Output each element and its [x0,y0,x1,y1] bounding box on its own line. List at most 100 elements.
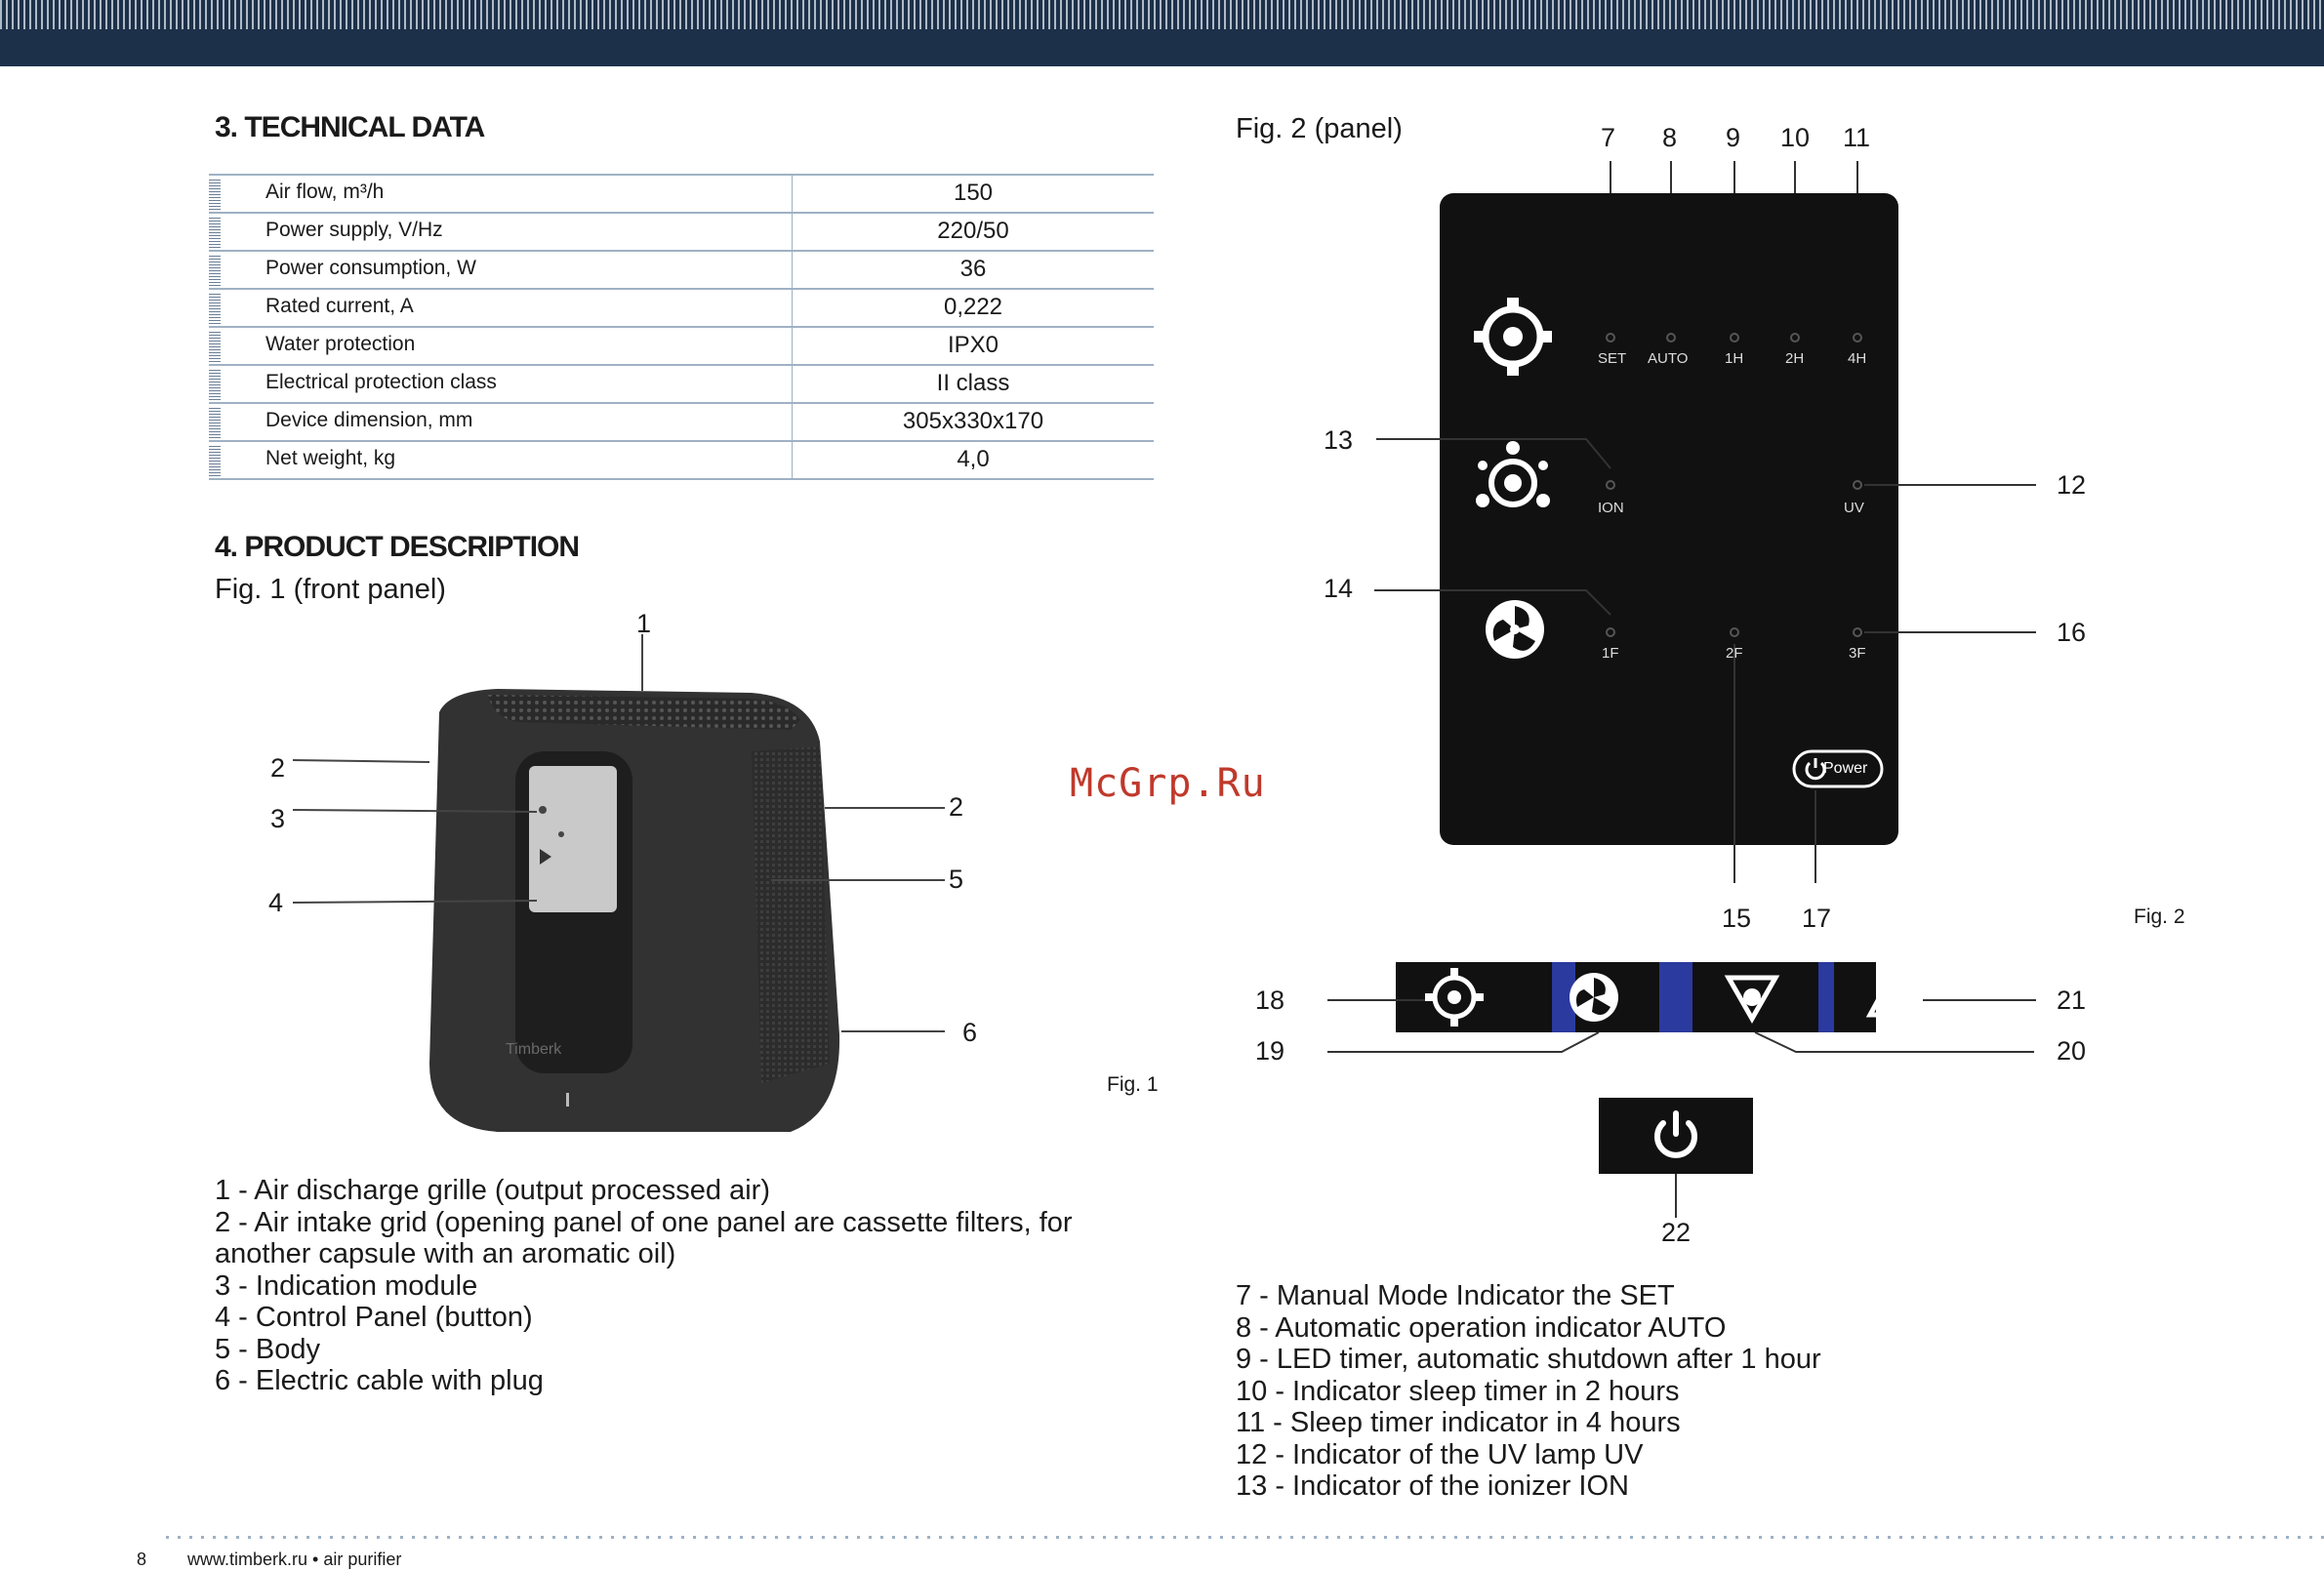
row-value: 220/50 [937,218,1009,244]
button-bar [1396,962,1876,1032]
indicator-label-set: SET [1598,350,1627,367]
fig2-title: Fig. 2 (panel) [1236,113,1403,144]
section-heading-product: 4. PRODUCT DESCRIPTION [215,531,580,563]
header-band [0,29,2324,66]
air-discharge-grille [488,695,800,730]
speed-label-3f: 3F [1849,645,1866,662]
legend-item: 6 - Electric cable with plug [215,1365,544,1396]
table-row: Net weight, kg 4,0 [209,442,1154,480]
legend-item: 12 - Indicator of the UV lamp UV [1236,1438,1644,1470]
header-bar [0,0,2324,66]
fig1-title: Fig. 1 (front panel) [215,574,446,605]
fig1-legend-list: 1 - Air discharge grille (output process… [215,1175,1073,1397]
fig2-callout-9: 9 [1726,123,1741,152]
fig1-callout-4: 4 [268,888,284,917]
legend-item: 1 - Air discharge grille (output process… [215,1175,770,1206]
row-label: Device dimension, mm [265,409,473,431]
row-value: 0,222 [943,294,1003,320]
fig2-callout-22: 22 [1661,1218,1692,1247]
table-row: Power consumption, W 36 [209,252,1154,290]
air-intake-grid [752,746,830,1083]
main-power-icon [1654,1110,1697,1158]
fig2-callout-10: 10 [1780,123,1811,152]
indicator-label-2h: 2H [1785,350,1805,367]
legend-item: 10 - Indicator sleep timer in 2 hours [1236,1375,1680,1407]
bar-ion-icon [1865,966,1922,1018]
legend-item: 9 - LED timer, automatic shutdown after … [1236,1344,1821,1375]
fig2-callout-17: 17 [1802,904,1832,933]
fig1-callout-3: 3 [270,804,286,833]
watermark-text: McGrp.Ru [1070,761,1266,806]
fig2-callout-16: 16 [2057,618,2087,647]
row-value: 4,0 [957,446,990,472]
legend-item: 2 - Air intake grid (opening panel of on… [215,1206,1073,1238]
ionizer-icon [1476,441,1550,507]
footer-divider [166,1536,2324,1539]
fig2-callout-21: 21 [2057,986,2087,1015]
fig1-callout-2b: 2 [949,792,964,822]
fig2-callout-11: 11 [1843,123,1871,152]
row-label: Water protection [265,333,416,355]
row-value: 150 [953,180,994,206]
table-row: Device dimension, mm 305x330x170 [209,404,1154,442]
fig2-callout-19: 19 [1255,1036,1285,1066]
indicator-label-uv: UV [1844,500,1864,516]
control-panel-face [1440,193,1898,845]
row-label: Net weight, kg [265,447,396,469]
row-value: 36 [959,256,987,282]
row-label: Rated current, A [265,295,414,317]
legend-item: another capsule with an aromatic oil) [215,1238,676,1269]
table-row: Electrical protection class II class [209,366,1154,404]
legend-item: 5 - Body [215,1333,320,1365]
fig2-caption: Fig. 2 [2134,906,2185,928]
table-row: Water protection IPX0 [209,328,1154,366]
indicator-label-auto: AUTO [1648,350,1689,367]
fig1-device-illustration: Timberk [292,634,945,1132]
fig1-callout-5: 5 [949,865,964,894]
speed-label-1f: 1F [1602,645,1619,662]
bar-uv-icon [1724,975,1780,1025]
row-value: 305x330x170 [902,408,1044,434]
power-icon [1805,758,1826,781]
indicator-label-ion: ION [1598,500,1624,516]
fig2-callout-12: 12 [2057,470,2087,500]
table-row: Air flow, m³/h 150 [209,174,1154,214]
fig1-caption: Fig. 1 [1107,1073,1159,1096]
fig2-panel-illustration [1327,161,2036,1218]
power-button-label: Power [1823,760,1868,777]
legend-item: 11 - Sleep timer indicator in 4 hours [1236,1407,1681,1438]
speed-label-2f: 2F [1726,645,1743,662]
fig2-callout-20: 20 [2057,1036,2087,1066]
fig2-callout-13: 13 [1324,425,1354,455]
fig2-callout-15: 15 [1722,904,1752,933]
legend-item: 8 - Automatic operation indicator AUTO [1236,1311,1727,1344]
fig1-callout-6: 6 [962,1018,978,1047]
fig2-callout-18: 18 [1255,986,1285,1015]
fig1-callout-2: 2 [270,753,286,783]
fig2-callout-7: 7 [1601,123,1616,152]
section-heading-technical: 3. TECHNICAL DATA [215,111,485,143]
fan-icon [1486,600,1544,659]
legend-item: 4 - Control Panel (button) [215,1302,533,1333]
header-stripes [0,0,2324,29]
fig1-callout-1: 1 [636,609,652,638]
power-button [1792,749,1884,788]
fig2-callout-14: 14 [1324,574,1354,603]
indicator-label-1h: 1H [1725,350,1744,367]
legend-item: 7 - Manual Mode Indicator the SET [1236,1280,1675,1311]
legend-item: 13 - Indicator of the ionizer ION [1236,1470,1629,1502]
row-label: Power consumption, W [265,257,476,279]
gear-icon [1474,298,1552,376]
row-label: Air flow, m³/h [265,181,385,203]
bar-fan-icon [1570,973,1618,1022]
footer-site-link[interactable]: www.timberk.ru • air purifier [187,1550,402,1569]
indicator-label-4h: 4H [1848,350,1867,367]
row-value: II class [936,370,1010,396]
fig2-callout-8: 8 [1662,123,1678,152]
row-label: Electrical protection class [265,371,497,393]
device-logo: Timberk [506,1041,562,1058]
table-row: Rated current, A 0,222 [209,290,1154,328]
row-value: IPX0 [947,332,999,358]
